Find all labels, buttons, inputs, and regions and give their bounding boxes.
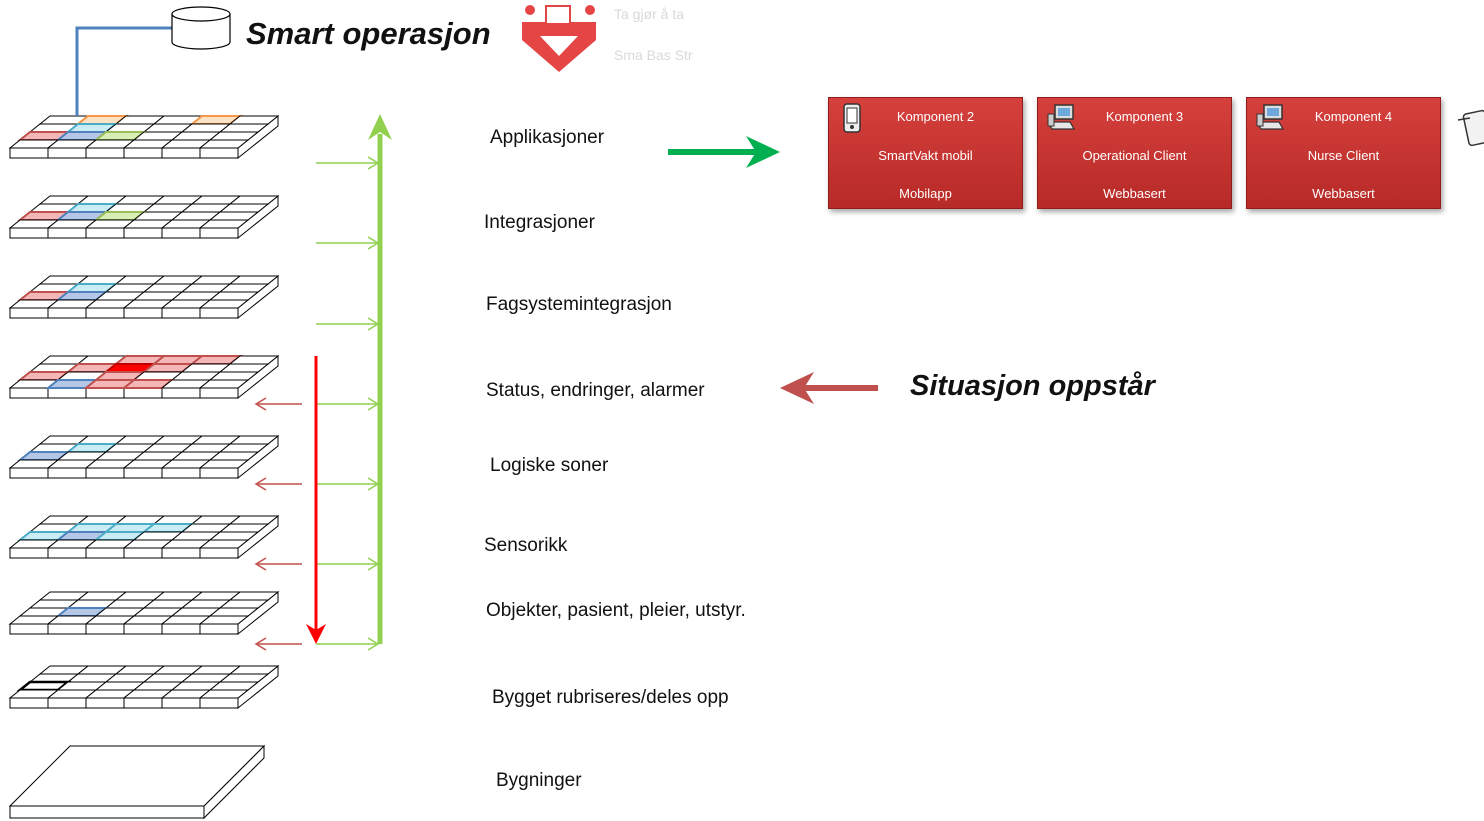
layer-arrow-left-head bbox=[254, 637, 267, 651]
layer-arrow-right-head bbox=[367, 317, 380, 331]
component-box-3[interactable]: Komponent 3 Operational Client Webbasert bbox=[1037, 97, 1232, 209]
layer-label-applications: Applikasjoner bbox=[490, 127, 605, 148]
mobile-device-icon bbox=[843, 103, 861, 133]
component-client: SmartVakt mobil bbox=[878, 148, 973, 163]
layer-label-buildings: Bygninger bbox=[496, 770, 582, 791]
layer-arrow-right-head bbox=[367, 156, 380, 170]
tablet-device-icon bbox=[1457, 109, 1484, 147]
downward-arrow-head bbox=[306, 624, 326, 644]
layer-grid-5 bbox=[8, 434, 280, 480]
ghost-text-1: Ta gjør å ta bbox=[614, 6, 685, 22]
ghost-text-2: Sma Bas Str bbox=[614, 47, 693, 63]
layer-grid-1 bbox=[8, 114, 280, 160]
grid-tile bbox=[198, 139, 250, 149]
logo-person-left bbox=[525, 5, 535, 15]
component-type: Webbasert bbox=[1312, 186, 1375, 201]
layer-grid-6 bbox=[8, 514, 280, 560]
layer-arrow-left-head bbox=[254, 477, 267, 491]
component-box-2[interactable]: Komponent 2 SmartVakt mobil Mobilapp bbox=[828, 97, 1023, 209]
layer-label-system-integration: Fagsystemintegrasjon bbox=[486, 294, 672, 315]
layer-arrow-right-head bbox=[367, 397, 380, 411]
layer-grid-2 bbox=[8, 194, 280, 240]
building-slab bbox=[8, 744, 266, 820]
database-top bbox=[171, 6, 231, 22]
desktop-computer-icon bbox=[1046, 104, 1076, 130]
situation-arrow-head bbox=[780, 372, 814, 404]
layer-label-integrations: Integrasjoner bbox=[484, 212, 595, 233]
grid-tile bbox=[198, 219, 250, 229]
slab-front bbox=[9, 805, 205, 819]
grid-tile bbox=[198, 539, 250, 549]
grid-tile bbox=[198, 689, 250, 699]
component-client: Nurse Client bbox=[1307, 148, 1380, 163]
layer-arrow-right-head bbox=[367, 637, 380, 651]
database-icon bbox=[171, 6, 231, 50]
tablet-stylus bbox=[1457, 117, 1471, 121]
layer-label-sensors: Sensorikk bbox=[484, 535, 568, 556]
component-name: Komponent 3 bbox=[1105, 109, 1184, 124]
applications-arrow-head bbox=[746, 136, 780, 168]
situation-label: Situasjon oppstår bbox=[910, 370, 1155, 402]
database-body bbox=[171, 14, 231, 50]
database-connector bbox=[75, 26, 172, 116]
desktop-computer-icon bbox=[1255, 104, 1285, 130]
layer-label-status-alarms: Status, endringer, alarmer bbox=[486, 380, 705, 401]
logo-person-right bbox=[585, 5, 595, 15]
layer-arrow-left-head bbox=[254, 397, 267, 411]
component-name: Komponent 4 bbox=[1314, 109, 1393, 124]
logo-icon bbox=[522, 5, 596, 72]
slab-top bbox=[8, 745, 266, 807]
grid-tile bbox=[198, 299, 250, 309]
component-type: Webbasert bbox=[1103, 186, 1166, 201]
component-box-4[interactable]: Komponent 4 Nurse Client Webbasert bbox=[1246, 97, 1441, 209]
layer-label-logical-zones: Logiske soner bbox=[490, 455, 609, 476]
logo-heart-cut bbox=[540, 36, 578, 56]
layer-label-objects: Objekter, pasient, pleier, utstyr. bbox=[486, 600, 746, 621]
component-name: Komponent 2 bbox=[896, 109, 975, 124]
upward-arrow-head bbox=[368, 114, 392, 140]
layer-arrow-left-head bbox=[254, 557, 267, 571]
layer-arrow-right-head bbox=[367, 477, 380, 491]
grid-tile bbox=[198, 379, 250, 389]
layer-arrow-right-head bbox=[367, 557, 380, 571]
layer-grid-8 bbox=[8, 664, 280, 710]
grid-tile bbox=[198, 459, 250, 469]
page-title: Smart operasjon bbox=[246, 16, 491, 51]
component-type: Mobilapp bbox=[899, 186, 952, 201]
tablet-body bbox=[1462, 109, 1484, 147]
layer-label-building-divided: Bygget rubriseres/deles opp bbox=[492, 687, 729, 708]
grid-tile bbox=[198, 615, 250, 625]
layer-arrow-right-head bbox=[367, 236, 380, 250]
logo-screen bbox=[545, 5, 571, 25]
layer-grid-3 bbox=[8, 274, 280, 320]
component-client: Operational Client bbox=[1082, 148, 1187, 163]
layer-arrows bbox=[75, 5, 1484, 651]
layer-grid-7 bbox=[8, 590, 280, 636]
layer-grid-4 bbox=[8, 354, 280, 400]
layer-stacks bbox=[8, 114, 280, 820]
